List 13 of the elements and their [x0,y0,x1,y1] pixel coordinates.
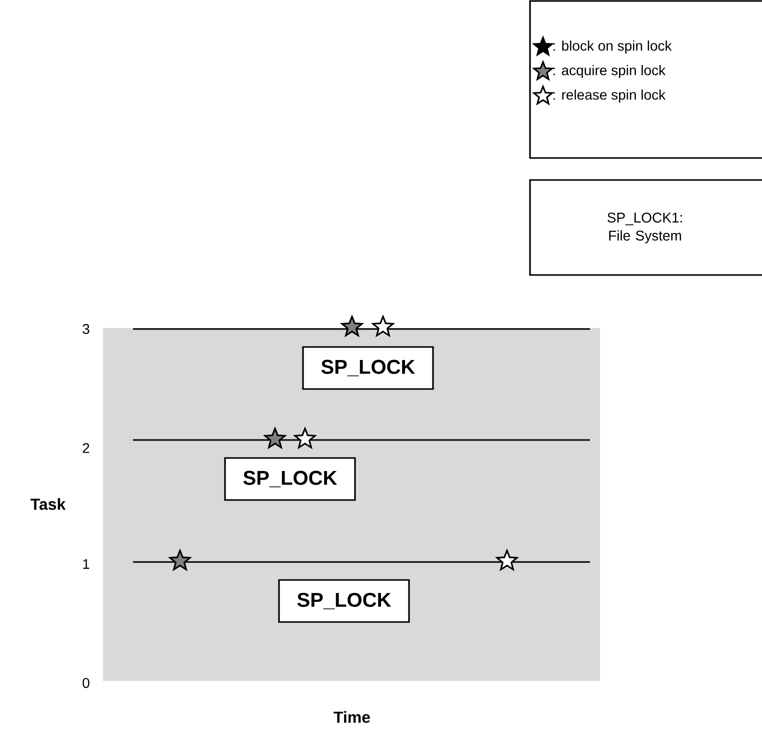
legend-text: : block on spin lock [554,40,672,54]
tick-label: 2 [82,443,90,453]
lock-box: SP_LOCK [224,457,356,501]
lock-box: SP_LOCK [278,579,410,623]
tick-label: 1 [83,559,90,569]
axis-label: Time [334,711,370,723]
tick-label: 3 [82,324,90,334]
text-box: SP_LOCK1: File System [529,179,762,276]
legend-text: : release spin lock [554,89,666,103]
axis-label: Task [30,498,66,510]
lock-box: SP_LOCK [302,346,434,390]
tick-label: 0 [82,678,90,688]
legend-text: : acquire spin lock [554,64,666,78]
